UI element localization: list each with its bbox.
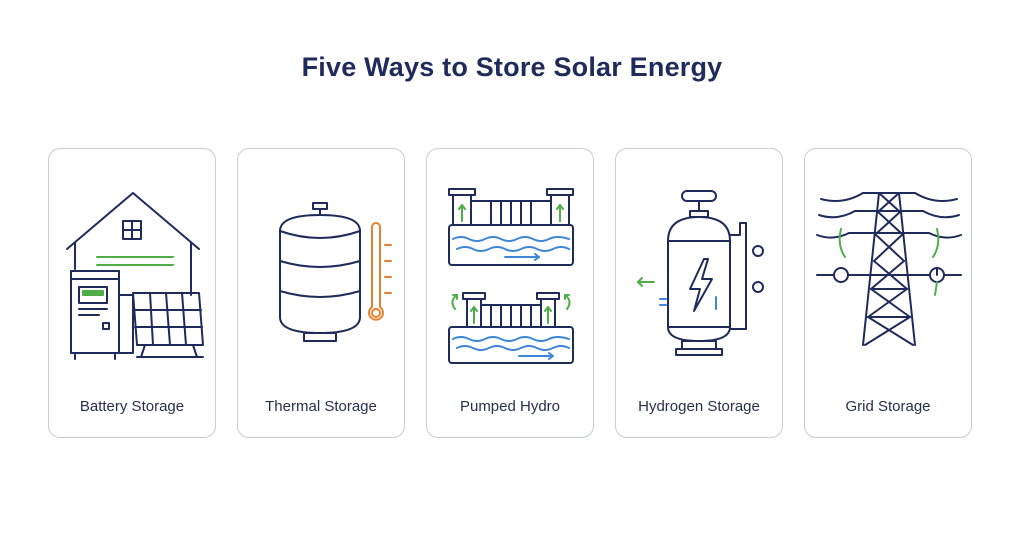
card-label-thermal-storage: Thermal Storage [265,398,377,415]
card-grid-storage: Grid Storage [804,148,972,438]
transmission-tower-icon [816,192,962,346]
card-pumped-hydro: Pumped Hydro [426,148,594,438]
card-label-pumped-hydro: Pumped Hydro [459,398,561,415]
thermal-tank-thermometer-icon [279,202,392,342]
storage-cards: Battery Storage Thermal Storage [48,148,972,438]
hydrogen-tank-icon [637,190,764,356]
card-battery-storage: Battery Storage [48,148,216,438]
pumped-hydro-dam-icon [448,188,574,364]
card-hydrogen-storage: Hydrogen Storage [615,148,783,438]
card-label-hydrogen-storage: Hydrogen Storage [638,398,760,415]
page-title: Five Ways to Store Solar Energy [301,52,723,82]
card-thermal-storage: Thermal Storage [237,148,405,438]
card-label-battery-storage: Battery Storage [79,398,185,415]
card-label-grid-storage: Grid Storage [845,398,931,415]
house-battery-solar-icon [66,192,204,360]
